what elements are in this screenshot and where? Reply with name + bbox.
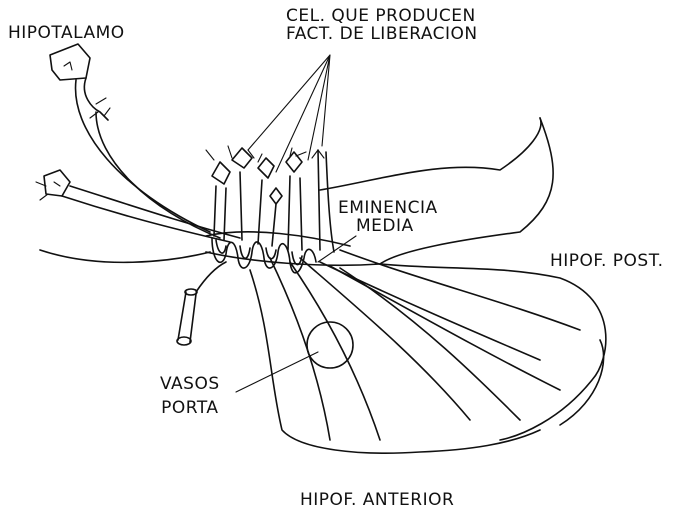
label-release-cells: CEL. QUE PRODUCEN FACT. DE LIBERACION — [286, 8, 478, 44]
label-posterior-pituitary: HIPOF. POST. — [550, 253, 663, 271]
portal-vessel — [177, 262, 353, 368]
releasing-factor-cells — [206, 146, 334, 252]
label-median-eminence-line2: MEDIA — [338, 218, 438, 236]
hypothalamus-neurons — [36, 44, 110, 200]
hypothalamic-axons — [62, 80, 240, 242]
pituitary-tracts — [270, 250, 580, 440]
label-release-cells-line2: FACT. DE LIBERACION — [286, 26, 478, 44]
portal-vessels-pointer — [236, 352, 318, 392]
label-hypothalamus: HIPOTALAMO — [8, 25, 125, 43]
label-portal-vessels: VASOS PORTA — [160, 376, 220, 418]
anterior-lobe-outline — [250, 270, 540, 453]
label-median-eminence: EMINENCIA MEDIA — [338, 200, 438, 236]
label-portal-vessels-line2: PORTA — [160, 400, 220, 418]
label-portal-vessels-line1: VASOS — [160, 376, 220, 394]
label-anterior-pituitary: HIPOF. ANTERIOR — [300, 492, 454, 510]
pituitary-outline — [40, 118, 606, 440]
